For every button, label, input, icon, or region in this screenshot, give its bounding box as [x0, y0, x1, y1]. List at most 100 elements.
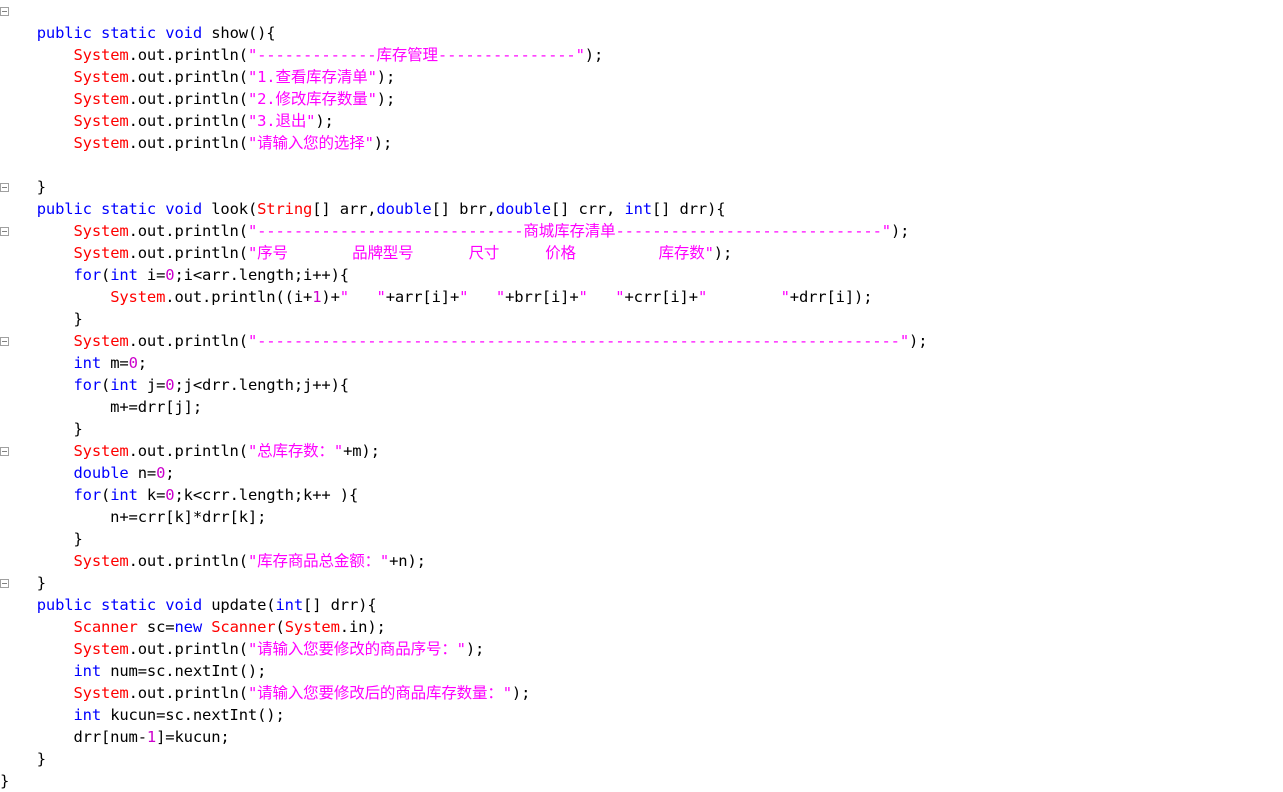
code-token-plain: ;k<crr.length;k++ ){: [174, 486, 359, 504]
fold-toggle-icon[interactable]: [0, 579, 9, 588]
code-token-kw: double: [376, 200, 432, 218]
code-token-cls: System: [73, 552, 129, 570]
code-token-kw: void: [165, 200, 203, 218]
code-line[interactable]: Scanner sc=new Scanner(System.in);: [0, 616, 1283, 638]
code-token-cls: System: [73, 244, 129, 262]
code-line[interactable]: drr[num-1]=kucun;: [0, 726, 1283, 748]
code-token-str: " ": [339, 288, 386, 306]
code-token-cls: System: [73, 640, 129, 658]
code-line[interactable]: public static void show(){: [0, 22, 1283, 44]
code-token-plain: .out.println(: [128, 640, 249, 658]
code-token-kw: double: [495, 200, 551, 218]
fold-gutter[interactable]: [0, 0, 22, 784]
code-line[interactable]: int m=0;: [0, 352, 1283, 374]
code-token-plain: +brr[i]+: [505, 288, 579, 306]
code-token-plain: sc=: [137, 618, 175, 636]
code-line[interactable]: }: [0, 176, 1283, 198]
code-line[interactable]: n+=crr[k]*drr[k];: [0, 506, 1283, 528]
fold-toggle-icon[interactable]: [0, 227, 9, 236]
code-token-kw: public: [36, 24, 92, 42]
code-line[interactable]: System.out.println("-------------库存管理---…: [0, 44, 1283, 66]
code-line[interactable]: }: [0, 748, 1283, 770]
fold-toggle-icon[interactable]: [0, 447, 9, 456]
code-token-plain: }: [0, 530, 83, 548]
code-token-str: " ": [578, 288, 625, 306]
code-token-plain: num=sc.nextInt();: [101, 662, 267, 680]
code-line[interactable]: [0, 154, 1283, 176]
code-line[interactable]: System.out.println("1.查看库存清单");: [0, 66, 1283, 88]
code-token-plain: [] drr){: [651, 200, 726, 218]
code-line[interactable]: System.out.println("序号 品牌型号 尺寸 价格 库存数");: [0, 242, 1283, 264]
code-token-str: "总库存数：": [247, 442, 344, 460]
code-token-plain: [0, 464, 73, 482]
code-token-plain: );: [713, 244, 733, 262]
code-line[interactable]: double n=0;: [0, 462, 1283, 484]
code-line[interactable]: int kucun=sc.nextInt();: [0, 704, 1283, 726]
code-line[interactable]: System.out.println("库存商品总金额："+n);: [0, 550, 1283, 572]
code-line[interactable]: System.out.println("2.修改库存数量");: [0, 88, 1283, 110]
code-line[interactable]: System.out.println("总库存数："+m);: [0, 440, 1283, 462]
code-token-cls: System: [73, 134, 129, 152]
code-line[interactable]: public static void update(int[] drr){: [0, 594, 1283, 616]
code-token-cls: System: [73, 684, 129, 702]
code-token-plain: .out.println((i+: [165, 288, 313, 306]
code-token-str: "2.修改库存数量": [247, 90, 377, 108]
code-line[interactable]: for(int k=0;k<crr.length;k++ ){: [0, 484, 1283, 506]
code-token-plain: );: [890, 222, 910, 240]
code-token-str: "1.查看库存清单": [247, 68, 377, 86]
code-line[interactable]: for(int i=0;i<arr.length;i++){: [0, 264, 1283, 286]
fold-toggle-icon[interactable]: [0, 183, 9, 192]
code-line[interactable]: System.out.println("--------------------…: [0, 220, 1283, 242]
code-token-plain: [0, 354, 73, 372]
code-line[interactable]: System.out.println("3.退出");: [0, 110, 1283, 132]
code-line[interactable]: m+=drr[j];: [0, 396, 1283, 418]
code-line[interactable]: }: [0, 572, 1283, 594]
code-token-plain: [0, 486, 73, 504]
code-line[interactable]: System.out.println((i+1)+" "+arr[i]+" "+…: [0, 286, 1283, 308]
code-token-plain: .out.println(: [128, 244, 249, 262]
code-token-plain: .out.println(: [128, 134, 249, 152]
code-token-plain: .out.println(: [128, 68, 249, 86]
code-token-plain: j=: [137, 376, 166, 394]
code-token-plain: );: [909, 332, 928, 350]
code-token-num: 1: [146, 728, 157, 746]
code-token-plain: .in);: [339, 618, 386, 636]
code-token-plain: m=: [101, 354, 129, 372]
code-token-plain: look(: [202, 200, 258, 218]
fold-toggle-icon[interactable]: [0, 337, 9, 346]
code-token-plain: [0, 68, 73, 86]
code-token-plain: [] crr,: [550, 200, 625, 218]
code-line[interactable]: for(int j=0;j<drr.length;j++){: [0, 374, 1283, 396]
code-line[interactable]: System.out.println("请输入您要修改的商品序号：");: [0, 638, 1283, 660]
code-token-plain: [0, 684, 73, 702]
code-token-plain: update(: [202, 596, 276, 614]
code-line[interactable]: System.out.println("请输入您要修改后的商品库存数量：");: [0, 682, 1283, 704]
code-token-plain: kucun=sc.nextInt();: [101, 706, 285, 724]
code-line[interactable]: System.out.println("--------------------…: [0, 330, 1283, 352]
code-line[interactable]: }: [0, 308, 1283, 330]
code-token-str: "序号 品牌型号 尺寸 价格 库存数": [247, 244, 714, 262]
code-token-cls: System: [73, 68, 129, 86]
code-line[interactable]: }: [0, 528, 1283, 550]
code-token-kw: public: [36, 596, 92, 614]
code-token-plain: [0, 442, 73, 460]
fold-toggle-icon[interactable]: [0, 7, 9, 16]
code-token-plain: .out.println(: [128, 442, 249, 460]
code-token-plain: [0, 706, 73, 724]
code-line[interactable]: int num=sc.nextInt();: [0, 660, 1283, 682]
code-line[interactable]: System.out.println("请输入您的选择");: [0, 132, 1283, 154]
code-token-plain: (: [101, 486, 111, 504]
code-token-plain: [0, 46, 73, 64]
code-line[interactable]: }: [0, 770, 1283, 792]
code-token-kw: int: [110, 266, 138, 284]
code-token-plain: }: [0, 750, 46, 768]
code-token-cls: System: [73, 112, 129, 130]
code-token-plain: (: [101, 376, 111, 394]
code-line[interactable]: [0, 0, 1283, 22]
code-line[interactable]: }: [0, 418, 1283, 440]
code-token-plain: [0, 618, 73, 636]
code-line[interactable]: public static void look(String[] arr,dou…: [0, 198, 1283, 220]
code-token-plain: );: [376, 90, 396, 108]
